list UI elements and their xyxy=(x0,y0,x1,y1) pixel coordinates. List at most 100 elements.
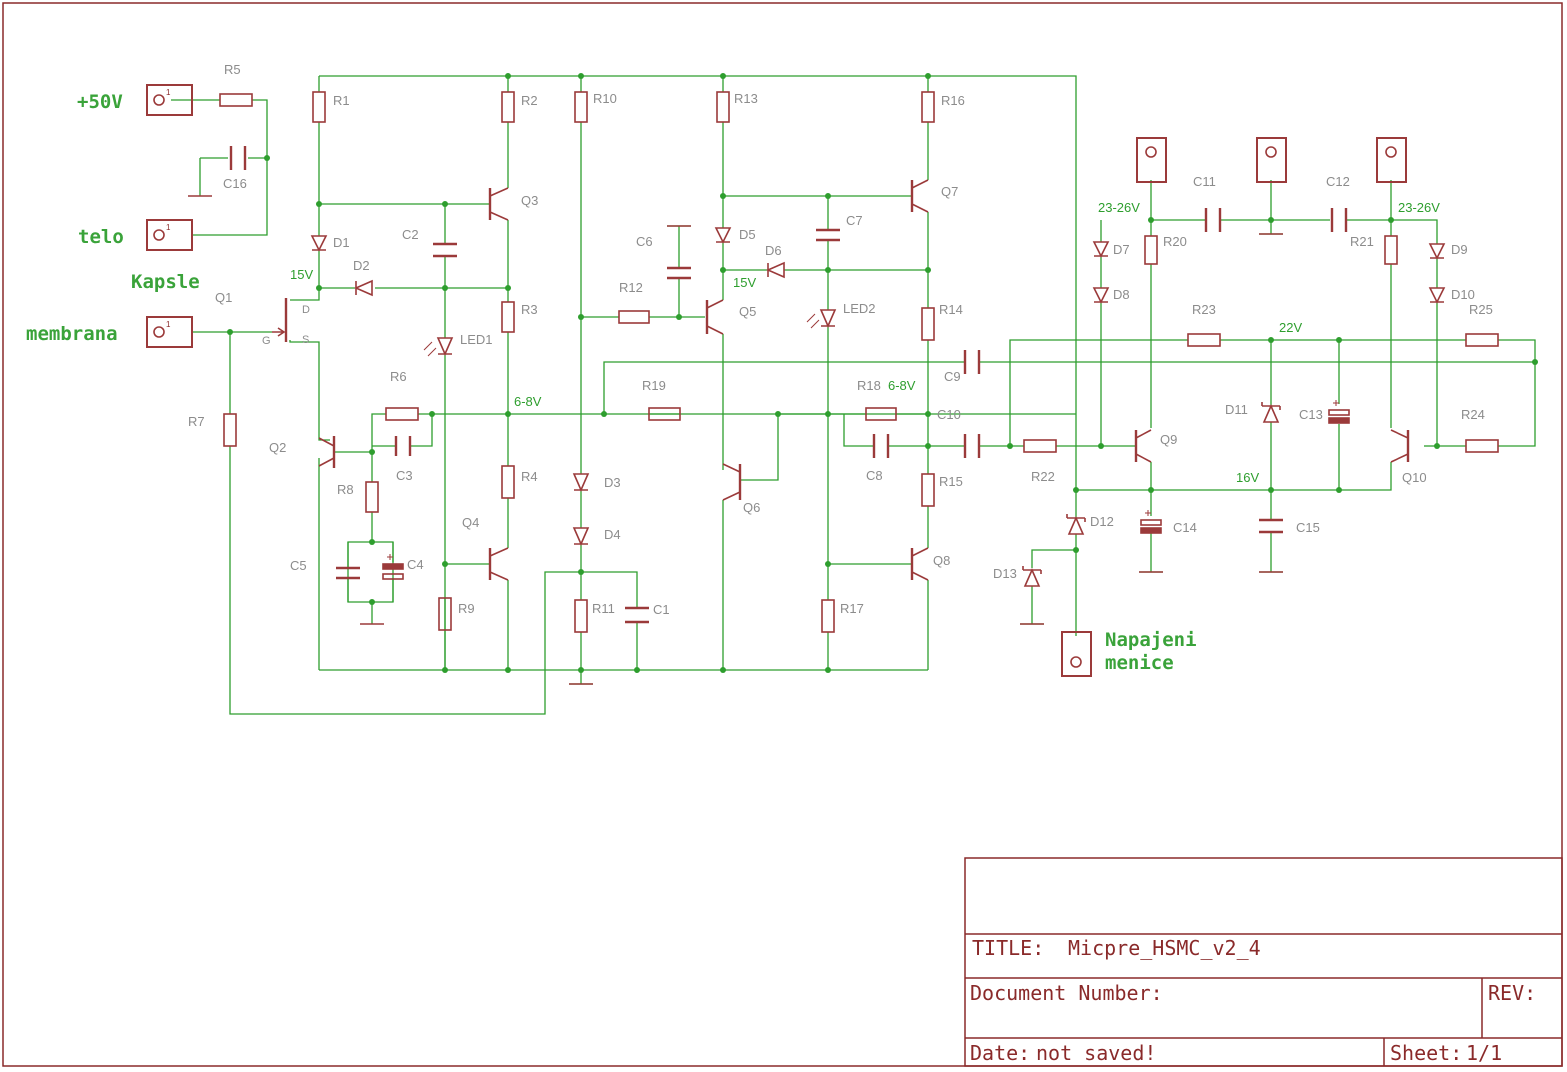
resistor-r13-symbol xyxy=(716,91,730,123)
label-d8: D8 xyxy=(1113,287,1130,302)
label-r5: R5 xyxy=(224,62,241,77)
label-membrana: membrana xyxy=(26,323,118,345)
transistor-q3-symbol xyxy=(488,187,509,221)
transistor-q7-symbol xyxy=(910,179,929,213)
diode-d8-symbol xyxy=(1092,287,1110,304)
label-led2: LED2 xyxy=(843,301,876,316)
transistor-q4-symbol xyxy=(488,547,509,581)
label-c6: C6 xyxy=(636,234,653,249)
diode-d10-symbol xyxy=(1428,287,1446,304)
label-r17: R17 xyxy=(840,601,864,616)
label-d13: D13 xyxy=(993,566,1017,581)
diode-d4-symbol xyxy=(572,527,590,546)
net-23-26v-a: 23-26V xyxy=(1098,200,1140,215)
label-d10: D10 xyxy=(1451,287,1475,302)
connector-membrana[interactable] xyxy=(146,316,193,348)
net-6-8v-a: 6-8V xyxy=(514,394,542,409)
resistor-r23-symbol xyxy=(1187,333,1221,347)
resistor-r7-symbol xyxy=(223,413,237,447)
pin-number: 1 xyxy=(166,223,171,232)
label-q4: Q4 xyxy=(462,515,479,530)
resistor-r2-symbol xyxy=(501,91,515,123)
label-q3: Q3 xyxy=(521,193,538,208)
diode-d7-symbol xyxy=(1092,241,1110,258)
resistor-r9-symbol xyxy=(438,597,452,631)
sheet-label: Sheet: xyxy=(1390,1041,1462,1065)
capacitor-c15-symbol xyxy=(1259,518,1283,534)
resistor-r12-symbol xyxy=(618,310,650,324)
connector-napajeni[interactable] xyxy=(1061,631,1092,677)
label-d12: D12 xyxy=(1090,514,1114,529)
capacitor-c2-symbol xyxy=(433,242,457,258)
label-led1: LED1 xyxy=(460,332,493,347)
connector-23-26v-left[interactable] xyxy=(1136,137,1167,183)
rev-label: REV: xyxy=(1488,981,1536,1005)
connector-ground-top[interactable] xyxy=(1256,137,1287,183)
net-22v: 22V xyxy=(1279,320,1302,335)
label-q5: Q5 xyxy=(739,304,756,319)
label-r20: R20 xyxy=(1163,234,1187,249)
diode-d6-symbol xyxy=(766,261,785,279)
diode-d3-symbol xyxy=(572,473,590,492)
label-c3: C3 xyxy=(396,468,413,483)
diode-d2-symbol xyxy=(354,279,373,297)
resistor-r25-symbol xyxy=(1465,333,1499,347)
zener-d13-symbol xyxy=(1022,566,1042,587)
connector-telo[interactable] xyxy=(146,219,193,251)
label-q6: Q6 xyxy=(743,500,760,515)
capacitor-c6-symbol xyxy=(667,266,691,280)
resistor-r15-symbol xyxy=(921,473,935,507)
resistor-r6-symbol xyxy=(385,407,419,421)
wires xyxy=(171,75,1536,715)
transistor-q5-symbol xyxy=(705,299,724,335)
label-q7: Q7 xyxy=(941,184,958,199)
resistor-r20-symbol xyxy=(1144,235,1158,265)
resistor-r1-symbol xyxy=(312,91,326,123)
label-d3: D3 xyxy=(604,475,621,490)
label-c8: C8 xyxy=(866,468,883,483)
capacitor-c10-symbol xyxy=(963,434,981,458)
label-c5: C5 xyxy=(290,558,307,573)
label-r6: R6 xyxy=(390,369,407,384)
resistor-r14-symbol xyxy=(921,307,935,341)
capacitor-c11-symbol xyxy=(1204,208,1222,232)
label-q2: Q2 xyxy=(269,440,286,455)
capacitor-c8-symbol xyxy=(872,434,890,458)
resistor-r24-symbol xyxy=(1465,439,1499,453)
diode-d1-symbol xyxy=(310,235,328,252)
ground-symbols xyxy=(188,195,1283,685)
led-led1-symbol xyxy=(423,337,454,357)
label-r24: R24 xyxy=(1461,407,1485,422)
label-r1: R1 xyxy=(333,93,350,108)
label-d2: D2 xyxy=(353,258,370,273)
junctions xyxy=(227,73,1538,673)
transistor-q2-symbol xyxy=(318,436,336,468)
resistor-r17-symbol xyxy=(821,599,835,633)
resistor-r18-symbol xyxy=(865,407,897,421)
transistor-q1-symbol xyxy=(272,298,288,342)
resistor-r22-symbol xyxy=(1023,439,1057,453)
connector-23-26v-right[interactable] xyxy=(1376,137,1407,183)
label-q1-g: G xyxy=(262,335,271,347)
label-r16: R16 xyxy=(941,93,965,108)
label-r2: R2 xyxy=(521,93,538,108)
resistor-r10-symbol xyxy=(574,91,588,123)
led-led2-symbol xyxy=(806,309,837,329)
capacitor-c5-symbol xyxy=(336,566,360,580)
label-r9: R9 xyxy=(458,601,475,616)
label-c11: C11 xyxy=(1193,174,1216,189)
label-q1-d: D xyxy=(302,304,310,316)
connector-plus50v[interactable] xyxy=(146,84,193,116)
label-d6: D6 xyxy=(765,243,782,258)
label-kapsle: Kapsle xyxy=(131,271,200,293)
pin-number: 1 xyxy=(166,88,171,97)
label-telo: telo xyxy=(78,226,124,248)
resistor-r16-symbol xyxy=(921,91,935,123)
component-labels: R5 C16 Q1 D G S R1 D1 D2 C2 LED1 R6 R7 Q… xyxy=(188,62,1493,617)
label-d4: D4 xyxy=(604,527,621,542)
capacitor-c9-symbol xyxy=(963,350,981,374)
label-napajeni: Napajeni xyxy=(1105,629,1197,651)
label-r12: R12 xyxy=(619,280,643,295)
